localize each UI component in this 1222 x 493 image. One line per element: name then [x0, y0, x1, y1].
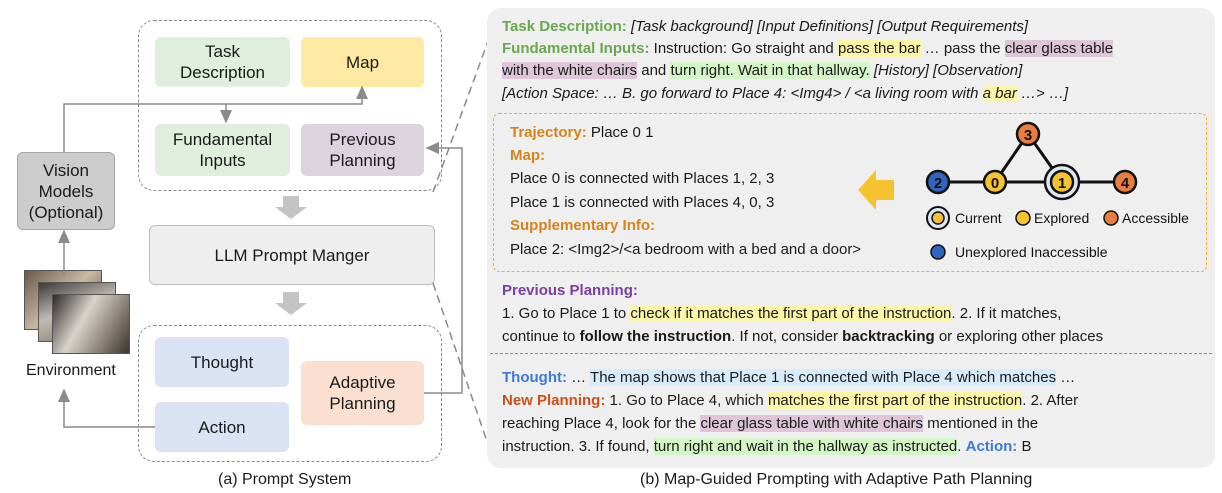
- arrow-adaptive-to-previous: [424, 148, 462, 393]
- zoom-line-bottom: [433, 283, 487, 465]
- trajectory-line: Trajectory: Place 0 1: [510, 122, 653, 144]
- map-line-2: Place 1 is connected with Places 4, 0, 3: [510, 192, 774, 214]
- new-planning-line-1: New Planning: 1. Go to Place 4, which ma…: [502, 390, 1078, 412]
- topological-map-graph: 3 2 0 1 4 Current Explored Accessible Un…: [920, 118, 1210, 268]
- legend-unexplored-label: Unexplored Inaccessible: [955, 244, 1108, 260]
- legend-explored-label: Explored: [1034, 210, 1089, 226]
- legend-accessible-dot: [1104, 211, 1118, 225]
- text-span: … pass the: [921, 40, 1005, 57]
- map-line-1: Place 0 is connected with Places 1, 2, 3: [510, 168, 774, 190]
- text-span: …: [567, 369, 590, 386]
- bold-span: follow the instruction: [580, 328, 732, 345]
- fundamental-inputs-label: Fundamental Inputs:: [502, 40, 650, 57]
- text-span: mentioned in the: [923, 415, 1038, 432]
- text-span: Instruction: Go straight and: [654, 40, 838, 57]
- arrow-vision-to-map: [64, 87, 362, 152]
- highlight-span: matches the first part of the instructio…: [768, 392, 1022, 409]
- text-span: instruction. 3. If found,: [502, 438, 654, 455]
- node-label: 4: [1121, 175, 1130, 192]
- thought-label: Thought:: [502, 369, 567, 386]
- text-span: [History] [Observation]: [870, 62, 1023, 79]
- trajectory-value: Place 0 1: [587, 124, 654, 141]
- highlight-span: turn right and wait in the hallway as in…: [654, 438, 958, 455]
- flow-arrow-to-llm: [275, 196, 307, 219]
- highlight-span: a bar: [983, 85, 1017, 102]
- task-description-text: [Task background] [Input Definitions] [O…: [631, 18, 1028, 35]
- node-label: 1: [1058, 175, 1066, 192]
- flow-arrow-to-output: [275, 292, 307, 315]
- highlight-span: pass the bar: [838, 40, 921, 57]
- text-span: [Action Space: … B. go forward to Place …: [502, 85, 983, 102]
- text-span: and: [637, 62, 670, 79]
- supplementary-label: Supplementary Info:: [510, 215, 655, 237]
- task-description-label: Task Description:: [502, 18, 627, 35]
- previous-planning-line-1: 1. Go to Place 1 to check if it matches …: [502, 303, 1061, 325]
- action-space-line: [Action Space: … B. go forward to Place …: [502, 83, 1068, 105]
- prompt-system-arrows: [0, 0, 487, 493]
- highlight-span: check if it matches the first part of th…: [630, 305, 951, 322]
- legend-current-label: Current: [955, 210, 1002, 226]
- node-label: 3: [1024, 127, 1032, 144]
- task-description-line: Task Description: [Task background] [Inp…: [502, 16, 1028, 38]
- legend-explored-dot: [1016, 211, 1030, 225]
- map-arrow-icon: [858, 168, 894, 212]
- trajectory-label: Trajectory:: [510, 124, 587, 141]
- node-label: 2: [934, 175, 942, 192]
- fundamental-inputs-line-2: with the white chairs and turn right. Wa…: [502, 60, 1022, 82]
- caption-map-guided: (b) Map-Guided Prompting with Adaptive P…: [640, 471, 1032, 489]
- text-span: continue to: [502, 328, 580, 345]
- zoom-line-top: [433, 22, 487, 192]
- text-span: or exploring other places: [935, 328, 1103, 345]
- highlight-span: clear glass table with white chairs: [700, 415, 923, 432]
- section-divider: [490, 353, 1212, 354]
- highlight-span: clear glass table: [1005, 40, 1113, 57]
- text-span: . 2. If it matches,: [951, 305, 1061, 322]
- legend-accessible-label: Accessible: [1122, 210, 1189, 226]
- thought-line: Thought: … The map shows that Place 1 is…: [502, 367, 1075, 389]
- previous-planning-line-2: continue to follow the instruction. If n…: [502, 326, 1103, 348]
- map-label: Map:: [510, 145, 545, 167]
- action-value: B: [1017, 438, 1031, 455]
- action-label: Action:: [966, 438, 1018, 455]
- text-span: 1. Go to Place 4, which: [605, 392, 768, 409]
- legend-current-dot: [932, 212, 944, 224]
- text-span: . 2. After: [1022, 392, 1078, 409]
- new-planning-label: New Planning:: [502, 392, 605, 409]
- highlight-span: turn right. Wait in that hallway.: [670, 62, 869, 79]
- text-span: reaching Place 4, look for the: [502, 415, 700, 432]
- arrow-action-to-env: [64, 390, 155, 427]
- text-span: . If not, consider: [731, 328, 842, 345]
- new-planning-line-3: instruction. 3. If found, turn right and…: [502, 436, 1031, 458]
- text-span: …> …]: [1017, 85, 1068, 102]
- bold-span: backtracking: [842, 328, 935, 345]
- new-planning-line-2: reaching Place 4, look for the clear gla…: [502, 413, 1038, 435]
- highlight-span: The map shows that Place 1 is connected …: [590, 369, 1056, 386]
- highlight-span: with the white chairs: [502, 62, 637, 79]
- legend-unexplored-dot: [931, 245, 945, 259]
- text-span: 1. Go to Place 1 to: [502, 305, 630, 322]
- node-label: 0: [991, 175, 999, 192]
- fundamental-inputs-line-1: Fundamental Inputs: Instruction: Go stra…: [502, 38, 1113, 60]
- previous-planning-label: Previous Planning:: [502, 280, 638, 302]
- supplementary-text: Place 2: <Img2>/<a bedroom with a bed an…: [510, 239, 861, 261]
- text-span: .: [957, 438, 965, 455]
- text-span: …: [1056, 369, 1075, 386]
